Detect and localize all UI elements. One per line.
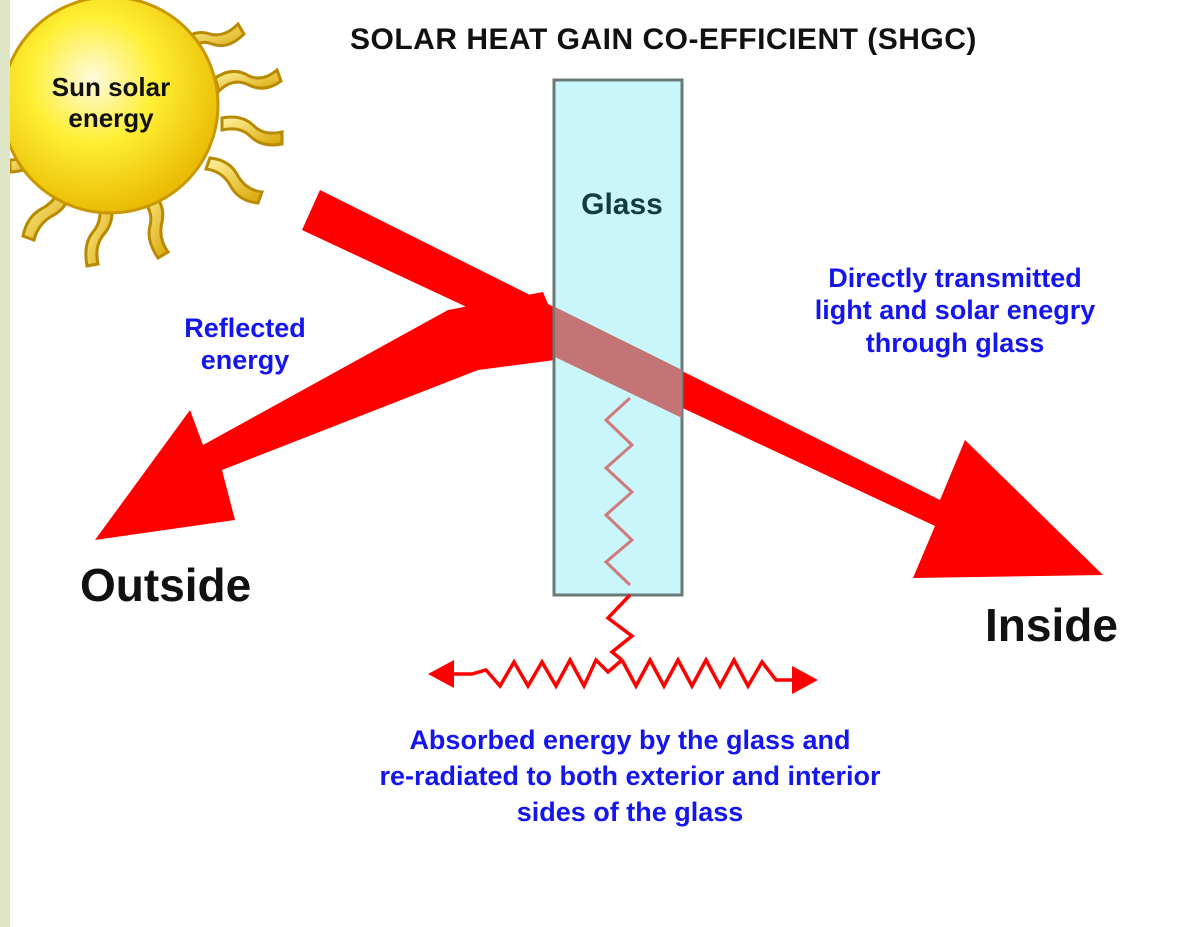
glass-overlap-tint [555, 307, 682, 418]
right-arrowhead-icon [792, 666, 818, 694]
reflected-arrow [95, 292, 570, 540]
transmitted-arrow [302, 190, 1103, 578]
glass-label: Glass [581, 188, 663, 221]
sun-ray [84, 198, 114, 268]
sun-icon [10, 0, 220, 215]
absorbed-zigzag-down [605, 593, 635, 662]
transmitted-energy-label: Directly transmitted light and solar ene… [814, 263, 1096, 358]
diagram-graphics [10, 0, 1103, 694]
sun-ray [203, 156, 265, 205]
sun-ray [176, 21, 246, 57]
reradiated-wave-left [450, 656, 624, 690]
reradiated-wave-right [620, 656, 796, 690]
sun-ray [220, 115, 284, 147]
absorbed-energy-label: Absorbed energy by the glass and re-radi… [379, 725, 881, 827]
sun-label: Sun solar energy [51, 72, 171, 134]
reflected-energy-label: Reflected energy [184, 313, 306, 376]
left-arrowhead-icon [428, 660, 454, 688]
inside-label: Inside [985, 599, 1118, 651]
sun-ray [137, 188, 171, 261]
sun-ray [213, 67, 283, 94]
outside-label: Outside [80, 559, 252, 611]
diagram-canvas: SOLAR HEAT GAIN CO-EFFICIENT (SHGC) Sun … [10, 0, 1203, 927]
absorbed-zigzag-glass [603, 396, 635, 587]
diagram-title: SOLAR HEAT GAIN CO-EFFICIENT (SHGC) [350, 23, 977, 56]
